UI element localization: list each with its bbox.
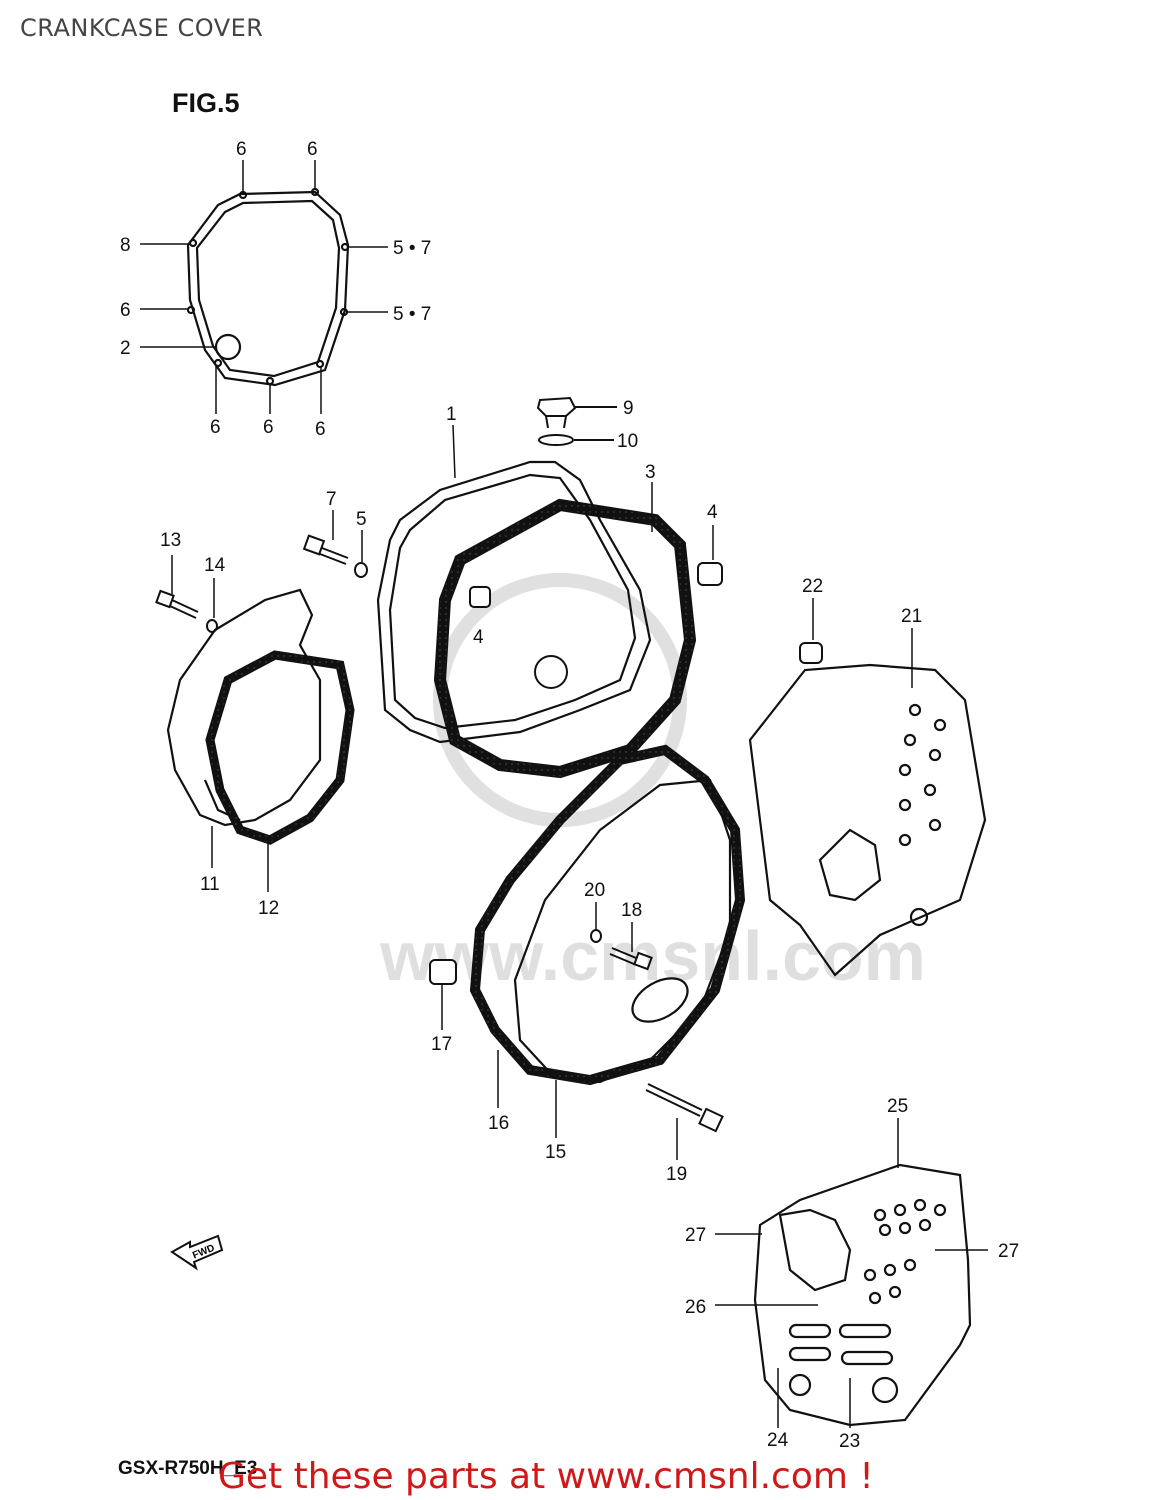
part-leader-lines-center [332, 482, 714, 562]
callout-label: 2 [120, 338, 131, 359]
callout-label: 21 [901, 606, 922, 627]
callout-label: 11 [200, 874, 220, 895]
callout-label: 16 [488, 1113, 509, 1134]
callout-label: 19 [666, 1164, 687, 1185]
lower-plate [753, 1163, 972, 1427]
watermark-logo: www.cmsnl.com [379, 573, 926, 995]
callout-label: 22 [802, 576, 823, 597]
callout-label: 24 [767, 1430, 789, 1451]
bolt-7 [302, 534, 349, 565]
outer-cover-gasket-16 [469, 744, 746, 1086]
callout-label: 12 [258, 898, 279, 919]
clutch-cover-gasket [186, 187, 350, 387]
callout-label: 15 [545, 1142, 566, 1163]
callout-label: 5 [356, 509, 367, 530]
callout-label: 6 [120, 300, 131, 321]
callout-label: 18 [621, 900, 642, 921]
gasket-leader-lines [140, 160, 388, 414]
callout-label: 6 [210, 417, 221, 438]
model-label: GSX-R750H_E3 [118, 1458, 257, 1479]
callout-label: 6 [307, 139, 318, 160]
part-leader-lines-right [812, 598, 913, 688]
callout-label: 5 • 7 [393, 238, 431, 259]
callout-label: 10 [617, 431, 638, 452]
watermark-text: www.cmsnl.com [379, 917, 926, 995]
generator-cover [166, 588, 322, 827]
small-parts-17-18-19-20 [429, 929, 724, 1133]
washer-5 [354, 562, 368, 578]
generator-cover-gasket [205, 650, 355, 845]
callout-label: 27 [998, 1241, 1019, 1262]
callout-label: 6 [315, 419, 326, 440]
callout-label: 4 [707, 502, 718, 523]
bolt-13 [155, 589, 218, 633]
dowel-pin-4 [697, 562, 723, 586]
callout-label: 26 [685, 1297, 706, 1318]
part-leader-lines-left [171, 555, 269, 892]
page-title: CRANKCASE COVER [20, 14, 264, 42]
callout-label: 23 [839, 1431, 860, 1452]
callout-label: 14 [204, 555, 226, 576]
callout-label: 9 [623, 398, 634, 419]
fwd-arrow-icon: FWD [170, 1234, 224, 1271]
sprocket-cover-21 [748, 663, 987, 977]
part-leader-lines-plate [715, 1118, 988, 1428]
callout-label: 17 [431, 1034, 452, 1055]
figure-label: FIG.5 [172, 88, 240, 118]
callout-label: 1 [446, 404, 457, 425]
dowel-pin-22 [799, 642, 823, 664]
oil-filler-plug [536, 396, 617, 446]
part-leader-lines-lower [441, 902, 678, 1160]
callout-label: 8 [120, 235, 131, 256]
callout-label: 3 [645, 462, 656, 483]
clutch-cover [376, 424, 652, 744]
callout-label: 27 [685, 1225, 706, 1246]
promo-link[interactable]: Get these parts at www.cmsnl.com ! [218, 1456, 874, 1497]
callout-label: 4 [473, 627, 484, 648]
clutch-cover-gasket-3 [433, 498, 697, 779]
callout-label: 25 [887, 1096, 908, 1117]
callout-label: 6 [236, 139, 247, 160]
callout-label: 13 [160, 530, 181, 551]
callout-label: 5 • 7 [393, 304, 431, 325]
outer-cover-15 [513, 778, 732, 1084]
callout-label: 6 [263, 417, 274, 438]
callout-label: 7 [326, 489, 337, 510]
callout-label: 20 [584, 880, 605, 901]
